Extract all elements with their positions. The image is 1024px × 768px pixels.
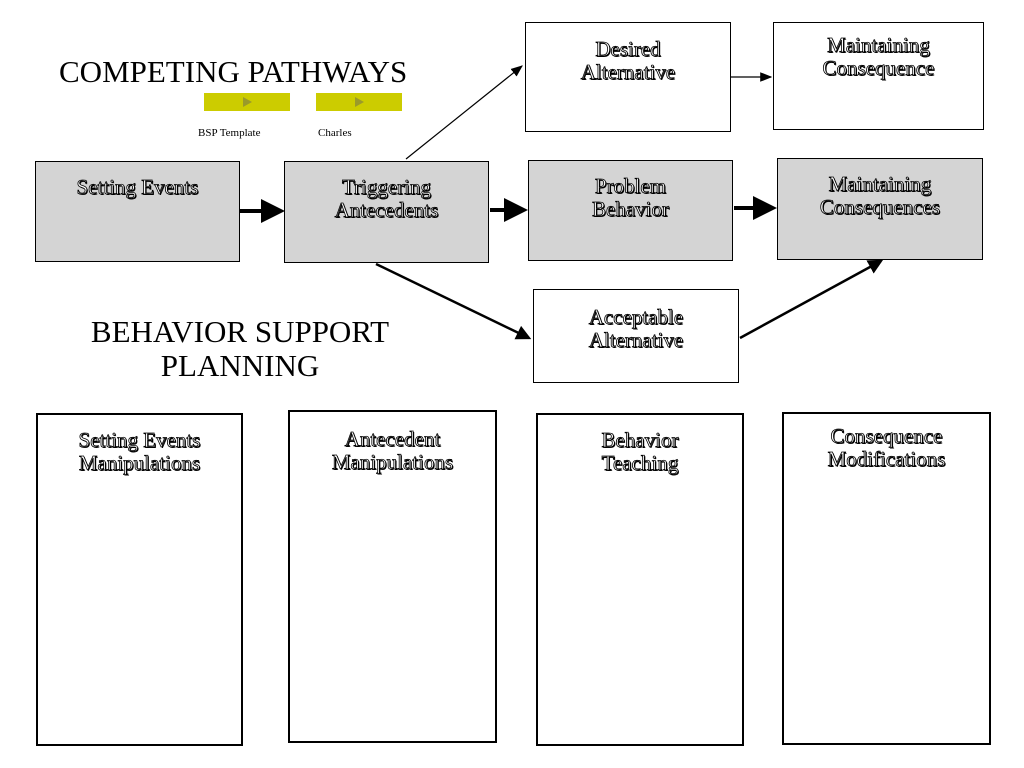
behavior-teaching-label: Behavior Teaching <box>601 428 679 475</box>
antecedent-manipulations-column: Antecedent Manipulations <box>288 410 497 743</box>
consequence-modifications-label: Consequence Modifications <box>827 424 946 471</box>
arrow-acceptable-to-consequences <box>739 259 884 340</box>
charles-label: Charles <box>318 127 352 139</box>
bsp-template-button[interactable] <box>204 93 290 111</box>
setting-events-box: Setting Events <box>35 161 240 262</box>
triggering-antecedents-box: Triggering Antecedents <box>284 161 489 263</box>
setting-events-manipulations-label: Setting Events Manipulations <box>78 428 201 475</box>
maintaining-consequences-label: Maintaining Consequences <box>819 172 941 219</box>
arrow-triggering-to-desired <box>405 65 523 160</box>
play-icon <box>354 97 364 107</box>
play-icon <box>242 97 252 107</box>
acceptable-alternative-label: Acceptable Alternative <box>588 305 684 352</box>
maintaining-consequence-box: Maintaining Consequence <box>773 22 984 130</box>
antecedent-manipulations-label: Antecedent Manipulations <box>331 427 454 474</box>
problem-behavior-box: Problem Behavior <box>528 160 733 261</box>
setting-events-label: Setting Events <box>76 175 199 199</box>
maintaining-consequences-box: Maintaining Consequences <box>777 158 983 260</box>
desired-alternative-box: Desired Alternative <box>525 22 731 132</box>
maintaining-consequence-label: Maintaining Consequence <box>822 33 935 80</box>
problem-behavior-label: Problem Behavior <box>592 174 670 221</box>
arrow-triggering-to-acceptable <box>375 262 532 340</box>
behavior-support-planning-title: BEHAVIOR SUPPORT PLANNING <box>90 314 390 383</box>
bsp-template-label: BSP Template <box>198 127 261 139</box>
behavior-teaching-column: Behavior Teaching <box>536 413 744 746</box>
charles-button[interactable] <box>316 93 402 111</box>
desired-alternative-label: Desired Alternative <box>580 37 676 84</box>
acceptable-alternative-box: Acceptable Alternative <box>533 289 739 383</box>
consequence-modifications-column: Consequence Modifications <box>782 412 991 745</box>
triggering-antecedents-label: Triggering Antecedents <box>334 175 439 222</box>
competing-pathways-title: COMPETING PATHWAYS <box>59 54 408 89</box>
setting-events-manipulations-column: Setting Events Manipulations <box>36 413 243 746</box>
